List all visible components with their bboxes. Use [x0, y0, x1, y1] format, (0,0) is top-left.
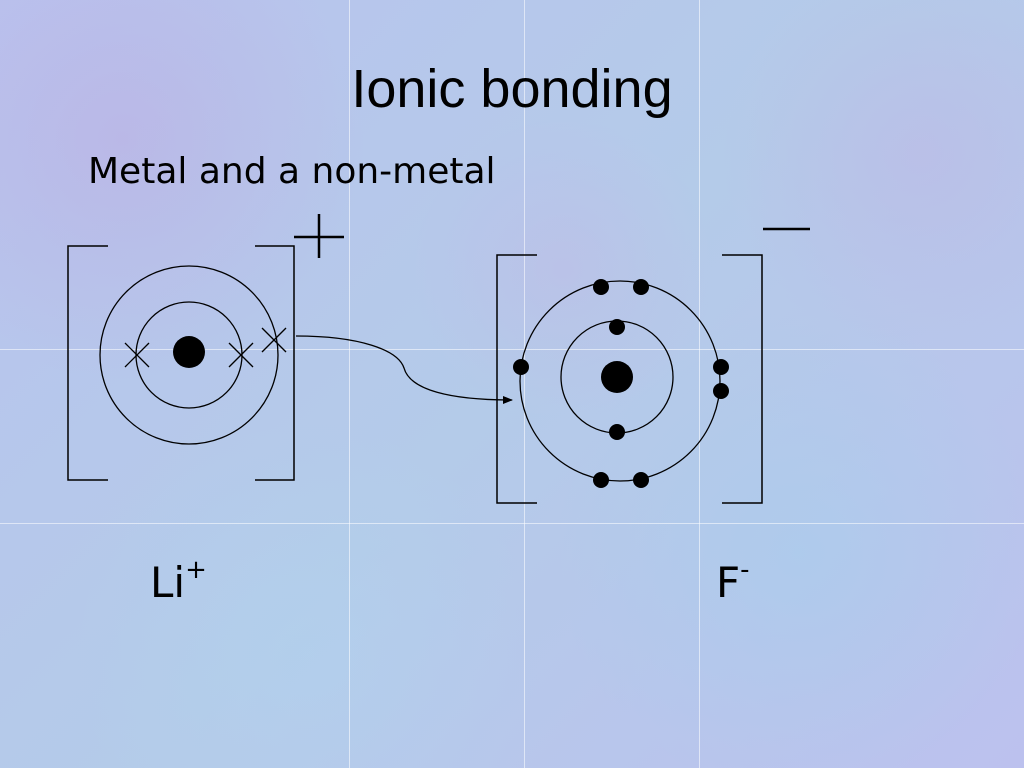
electron-dot [513, 359, 529, 375]
outer-shell [99, 265, 279, 445]
background-seam [524, 0, 525, 768]
fluoride-charge: - [740, 555, 750, 585]
right-bracket [255, 245, 295, 481]
electron-dot [609, 424, 625, 440]
outer-shell [519, 280, 721, 482]
lithium-symbol: Li [150, 558, 186, 607]
electron-dot [609, 319, 625, 335]
nucleus [601, 361, 633, 393]
background-seam [0, 349, 1024, 350]
electron-dot [713, 359, 729, 375]
electron-dot [713, 383, 729, 399]
lithium-ion-diagram [67, 245, 295, 481]
electron-dot [633, 472, 649, 488]
left-bracket [496, 254, 537, 504]
plus-charge-sign [294, 214, 344, 258]
inner-shell [135, 301, 243, 409]
electron-cross-transferred [261, 327, 287, 353]
lithium-ion-label: Li+ [150, 557, 207, 604]
electron-transfer-arrow [295, 335, 513, 404]
slide-title: Ionic bonding [351, 59, 673, 119]
fluoride-ion-label: F- [716, 557, 750, 604]
background-seam [699, 0, 700, 768]
background-seam [0, 523, 1024, 524]
electron-dot [593, 279, 609, 295]
left-bracket [67, 245, 108, 481]
electron-dot [593, 472, 609, 488]
electron-cross [228, 342, 254, 368]
lithium-charge: + [185, 555, 207, 585]
slide-subtitle: Metal and a non-metal [88, 151, 496, 192]
background-seam [349, 0, 350, 768]
fluoride-ion-diagram [496, 254, 763, 504]
right-bracket [722, 254, 763, 504]
electron-dot [633, 279, 649, 295]
fluoride-symbol: F [716, 558, 741, 607]
electron-cross [124, 342, 150, 368]
nucleus [173, 336, 205, 368]
